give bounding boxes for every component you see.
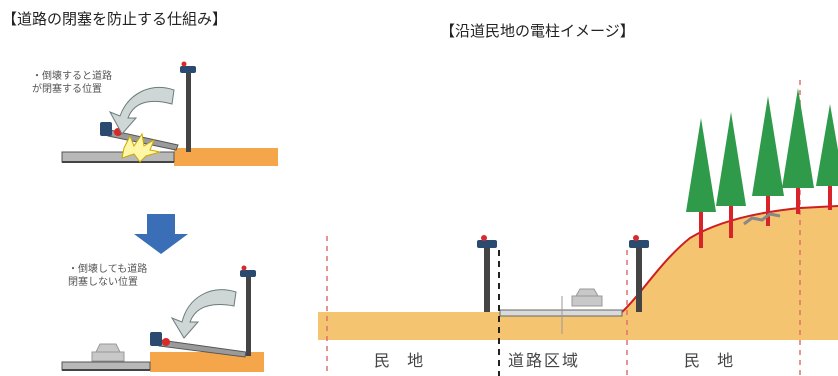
fallen-wire-icon: [743, 212, 781, 226]
tree-icon: [782, 88, 814, 188]
blocking-position-note: ・倒壊すると道路 が閉塞する位置: [32, 70, 112, 96]
note-line: ・倒壊しても道路: [68, 264, 148, 275]
private-land-label-left: 民 地: [374, 351, 430, 370]
tree-icon: [686, 118, 716, 212]
car-body: [571, 295, 603, 307]
car-icon: [575, 288, 599, 297]
fall-direction-arrow: [170, 289, 237, 339]
tree-icon: [752, 96, 784, 196]
pole-top-icon: [181, 61, 187, 67]
utility-pole-image-title: 【沿道民地の電柱イメージ】: [440, 22, 635, 40]
cross-section: [318, 80, 838, 376]
tree-trunk: [766, 188, 770, 226]
tree-icon: [716, 112, 746, 206]
impact-burst-icon: [121, 132, 161, 163]
fallen-insulator-icon: [100, 122, 112, 136]
pole-top-icon: [633, 235, 639, 241]
fallen-pole-cap-icon: [162, 338, 170, 346]
road-surface: [61, 361, 151, 371]
hill-slope: [622, 206, 838, 340]
utility-pole: [246, 276, 251, 356]
top-scene: [61, 61, 278, 166]
fallen-insulator-icon: [150, 332, 162, 346]
mechanism-title: 【道路の閉塞を防止する仕組み】: [2, 10, 228, 28]
tree-icon: [816, 104, 838, 186]
transition-down-arrow: [134, 214, 188, 254]
car-icon: [95, 343, 121, 353]
forest-group: [686, 88, 838, 248]
private-land-ground: [150, 352, 264, 372]
pole-insulator-icon: [629, 240, 649, 248]
tree-trunk: [828, 176, 832, 210]
note-line: が閉塞する位置: [32, 84, 102, 95]
pole-top-icon: [481, 235, 487, 241]
pole-top-icon: [241, 265, 247, 271]
note-line: ・倒壊すると道路: [32, 71, 112, 82]
tree-trunk: [796, 180, 800, 214]
tree-trunk: [699, 200, 703, 248]
utility-pole: [186, 72, 191, 152]
road-area-label: 道路区域: [508, 351, 581, 370]
utility-pole-left: [484, 248, 490, 312]
bottom-scene: [61, 265, 264, 372]
private-land-ground: [174, 148, 278, 166]
car-body: [91, 351, 125, 362]
pole-insulator-icon: [180, 66, 196, 73]
pole-insulator-icon: [477, 240, 497, 248]
tree-trunk: [729, 196, 733, 238]
road-surface: [61, 151, 175, 163]
note-line: 閉塞しない位置: [68, 277, 138, 288]
non-blocking-position-note: ・倒壊しても道路 閉塞しない位置: [68, 263, 147, 289]
road-section: [499, 309, 623, 317]
fall-direction-arrow: [108, 87, 175, 135]
pole-insulator-icon: [240, 270, 256, 277]
utility-pole-right: [636, 248, 642, 312]
private-land-label-right: 民 地: [684, 351, 740, 370]
